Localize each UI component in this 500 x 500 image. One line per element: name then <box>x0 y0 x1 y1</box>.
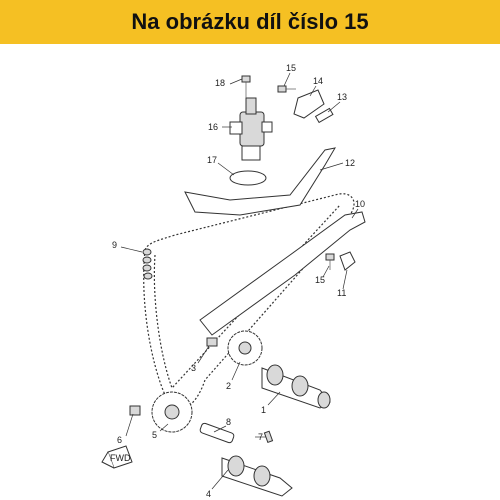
sprocket-bolt-lower <box>129 405 141 416</box>
callout-6: 6 <box>117 435 122 445</box>
timing-chain <box>143 193 355 410</box>
callout-17: 17 <box>207 155 217 165</box>
callout-9: 9 <box>112 240 117 250</box>
timing-chain-inner <box>153 204 341 390</box>
callout-2: 2 <box>226 381 231 391</box>
chain-guide-lower <box>199 211 366 336</box>
title-banner: Na obrázku díl číslo 15 <box>0 0 500 44</box>
callout-18: 18 <box>215 78 225 88</box>
callout-14: 14 <box>313 76 323 86</box>
callout-15-lower: 15 <box>315 275 325 285</box>
tensioner-gasket <box>229 170 267 186</box>
clip <box>339 251 356 271</box>
chain-links <box>142 248 153 280</box>
callout-8: 8 <box>226 417 231 427</box>
sprocket-lower <box>151 391 193 433</box>
bolt-15-top <box>277 85 296 93</box>
callout-15-top: 15 <box>286 63 296 73</box>
chain-guide-upper <box>184 147 336 216</box>
callout-16: 16 <box>208 122 218 132</box>
callout-7: 7 <box>258 432 263 442</box>
callout-12: 12 <box>345 158 355 168</box>
callout-3: 3 <box>191 363 196 373</box>
dowel-pin <box>263 430 274 444</box>
callout-13: 13 <box>337 92 347 102</box>
leader-lines <box>120 72 359 490</box>
callout-4: 4 <box>206 489 211 499</box>
banner-title: Na obrázku díl číslo 15 <box>131 9 369 34</box>
camshaft-upper <box>261 364 331 409</box>
camshaft-lower <box>221 455 293 497</box>
rocker-shaft <box>199 422 235 444</box>
callout-1: 1 <box>261 405 266 415</box>
fwd-label: FWD <box>110 453 131 463</box>
callout-10: 10 <box>355 199 365 209</box>
chain-tensioner <box>229 97 273 161</box>
fwd-arrow: FWD <box>101 445 133 469</box>
sprocket-upper <box>227 330 263 366</box>
tensioner-bolt <box>241 75 251 98</box>
callout-5: 5 <box>152 430 157 440</box>
bracket <box>293 89 325 119</box>
bolt-15-lower <box>325 253 335 270</box>
sprocket-bolt-upper <box>206 337 218 347</box>
callout-11: 11 <box>337 288 346 298</box>
